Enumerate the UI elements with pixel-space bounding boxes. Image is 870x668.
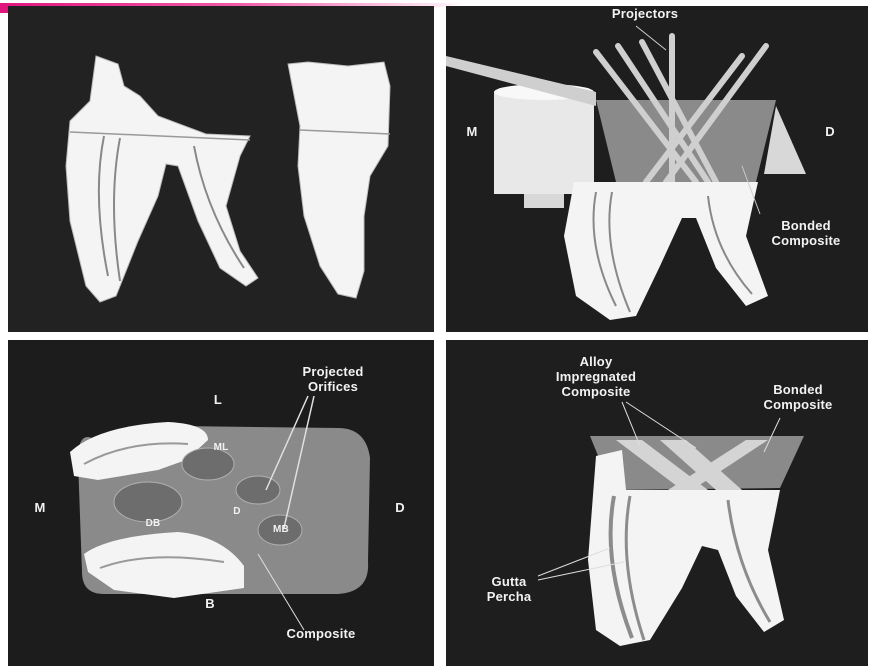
label-projected-orifices: Projected Orifices [278,364,388,394]
label-lingual: L [208,392,228,407]
label-composite: Composite [266,626,376,641]
label-canal-ml: ML [206,440,236,455]
panel-fractured-tooth [8,6,434,332]
label-canal-db: DB [138,516,168,531]
label-mesial-occlusal: M [28,500,52,515]
label-bonded-composite: Bonded Composite [746,218,866,248]
label-buccal: B [198,596,222,611]
label-canal-mb: MB [266,522,296,537]
fractured-tooth-illustration [8,6,434,332]
label-distal-occlusal: D [388,500,412,515]
label-canal-d: D [222,504,252,519]
label-distal: D [818,124,842,139]
label-gutta-percha: Gutta Percha [464,574,554,604]
panel-projectors: Projectors M D Bonded Composite [446,6,868,332]
panel-final-restoration: Alloy Impregnated Composite Bonded Compo… [446,340,868,666]
label-bonded-composite-final: Bonded Composite [738,382,858,412]
mesial-cylinder [494,92,594,194]
projectors-illustration [446,6,868,332]
orifice-mb-projected [236,476,280,504]
label-mesial: M [460,124,484,139]
label-projectors: Projectors [590,6,700,21]
label-alloy-impregnated-composite: Alloy Impregnated Composite [526,354,666,399]
panel-projected-orifices: Projected Orifices L M D B ML MB D DB Co… [8,340,434,666]
